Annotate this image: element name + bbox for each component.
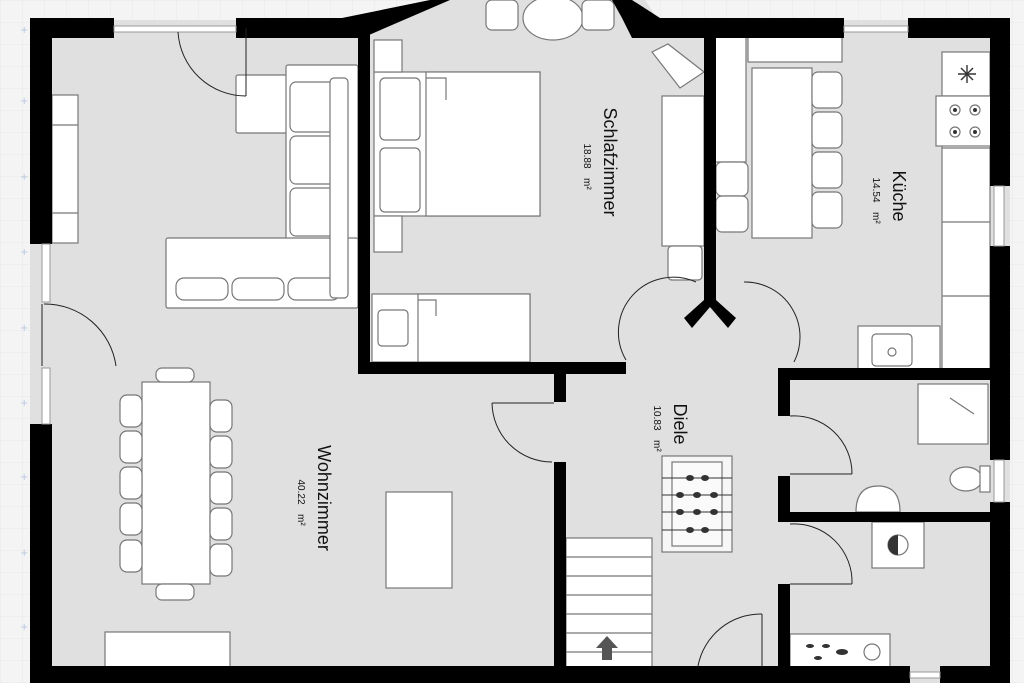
double-bed <box>373 71 541 217</box>
coffee-table <box>385 491 453 589</box>
nightstand-bottom <box>373 215 403 253</box>
washer-door <box>888 535 898 555</box>
wardrobe <box>661 95 705 247</box>
room-name: Diele <box>670 403 690 444</box>
room-area: 40.22 <box>295 479 306 504</box>
room-name: Küche <box>889 170 909 221</box>
arrow-up-icon <box>596 636 618 660</box>
grid-markers: + + + + + + + + + <box>20 25 28 633</box>
room-area: 18.88 <box>581 143 592 168</box>
foosball-players <box>676 475 718 533</box>
sectional-sofa <box>165 64 359 309</box>
svg-text:+: + <box>20 398 28 409</box>
svg-text:+: + <box>20 548 28 559</box>
room-area-unit: m² <box>581 178 592 190</box>
dining-table <box>141 367 211 601</box>
svg-text:+: + <box>20 622 28 633</box>
doors <box>41 28 853 667</box>
room-name: Schlafzimmer <box>600 107 620 216</box>
room-label-schlafzimmer: Schlafzimmer 18.88 m² <box>581 107 620 216</box>
room-label-wohnzimmer: Wohnzimmer 40.22 m² <box>295 445 334 551</box>
bathroom-sink <box>855 485 901 513</box>
dining-chairs-right <box>209 399 233 577</box>
svg-text:+: + <box>20 472 28 483</box>
stove-burners <box>953 108 977 134</box>
shower-tray <box>917 383 989 445</box>
room-area-unit: m² <box>295 514 306 526</box>
foosball-table <box>661 455 733 553</box>
svg-text:+: + <box>20 247 28 258</box>
snowflake-icon <box>958 65 976 83</box>
walls <box>30 0 1010 683</box>
tv-cabinet <box>51 94 79 244</box>
bay-table-set <box>485 0 615 41</box>
desk-chair <box>667 245 703 281</box>
room-name: Wohnzimmer <box>314 445 334 551</box>
svg-text:+: + <box>20 323 28 334</box>
svg-text:+: + <box>20 172 28 183</box>
kitchen-sink <box>857 325 941 371</box>
utility-knobs <box>806 644 848 660</box>
room-label-diele: Diele 10.83 m² <box>651 403 690 452</box>
svg-text:+: + <box>20 25 28 36</box>
room-area-unit: m² <box>651 440 662 452</box>
kitchen-table <box>751 67 813 239</box>
svg-text:+: + <box>20 96 28 107</box>
room-area-unit: m² <box>870 212 881 224</box>
dining-chairs-left <box>119 394 143 573</box>
toilet <box>949 465 991 493</box>
kitchen-bench <box>713 33 843 163</box>
room-label-kueche: Küche 14.54 m² <box>870 170 909 224</box>
windows <box>41 25 1005 679</box>
nightstand-top <box>373 39 403 73</box>
kitchen-chairs-left <box>715 161 749 233</box>
room-area: 10.83 <box>651 405 662 430</box>
sideboard <box>104 631 231 671</box>
single-bed <box>371 293 531 363</box>
kitchen-chairs-right <box>811 71 843 229</box>
room-area: 14.54 <box>870 177 881 202</box>
stove <box>935 95 993 147</box>
